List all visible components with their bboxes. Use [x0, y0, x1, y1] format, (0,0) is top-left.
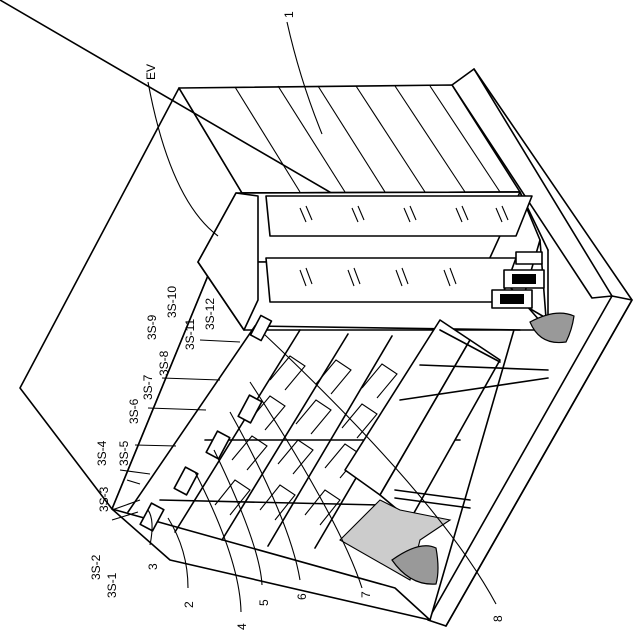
label-3s-4: 3S-4	[95, 440, 109, 466]
label-3s-5: 3S-5	[117, 440, 131, 466]
label-3s-8: 3S-8	[157, 350, 171, 376]
label-8: 8	[491, 615, 505, 622]
label-3s-11: 3S-11	[183, 319, 197, 350]
label-3s-1: 3S-1	[105, 572, 119, 598]
label-3s-9: 3S-9	[145, 314, 159, 340]
label-3s-6: 3S-6	[127, 398, 141, 424]
label-3s-10: 3S-10	[165, 286, 179, 318]
label-2: 2	[182, 601, 196, 608]
label-5: 5	[257, 599, 271, 606]
label-1: 1	[282, 11, 296, 18]
label-3s-3: 3S-3	[97, 486, 111, 512]
label-3s-2: 3S-2	[89, 554, 103, 580]
label-4: 4	[235, 623, 249, 630]
label-3: 3	[146, 563, 160, 570]
label-6: 6	[295, 593, 309, 600]
label-3s-12: 3S-12	[203, 298, 217, 330]
label-7: 7	[359, 591, 373, 598]
label-ev: EV	[144, 64, 158, 80]
ev-control-box	[198, 192, 548, 330]
label-3s-7: 3S-7	[141, 374, 155, 400]
